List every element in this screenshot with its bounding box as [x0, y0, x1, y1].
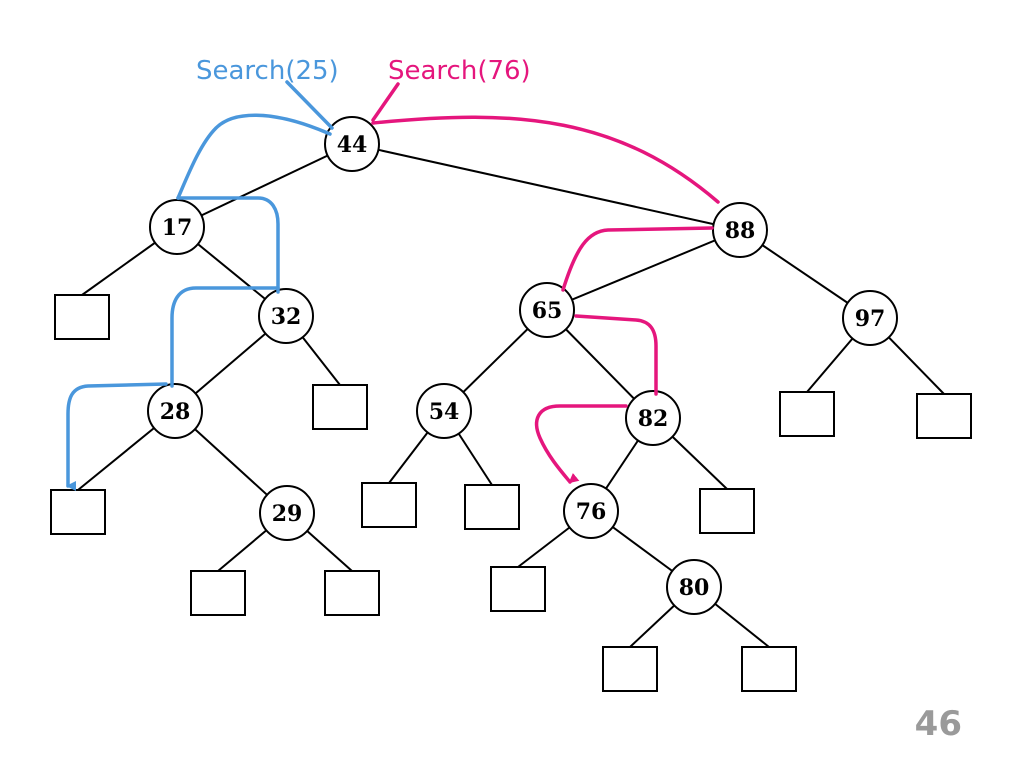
- tree-node-97: 97: [842, 290, 898, 346]
- tree-node-key: 82: [638, 406, 669, 432]
- tree-node-key: 65: [532, 298, 563, 324]
- external-leaf-box: [190, 570, 246, 616]
- tree-nodes: 44 17 32 28 29 88 65 54 82 76 80 97: [147, 116, 898, 615]
- search-25-step-44-17: [176, 113, 332, 200]
- tree-node-key: 97: [855, 306, 886, 332]
- tree-node-circle: [324, 116, 380, 172]
- search-25-pointer: [285, 80, 334, 130]
- search-25-label: Search(25): [196, 56, 339, 86]
- external-leaves: [50, 294, 972, 692]
- tree-node-key: 54: [429, 399, 460, 425]
- tree-node-circle: [258, 288, 314, 344]
- external-leaf-box: [916, 393, 972, 439]
- external-leaf-box: [602, 646, 658, 692]
- tree-node-key: 28: [160, 399, 191, 425]
- external-leaf-box: [464, 484, 520, 530]
- tree-node-circle: [519, 282, 575, 338]
- external-leaf-box: [779, 391, 835, 437]
- tree-node-80: 80: [666, 559, 722, 615]
- tree-node-key: 88: [725, 218, 756, 244]
- tree-node-88: 88: [712, 202, 768, 258]
- tree-node-circle: [842, 290, 898, 346]
- tree-node-circle: [563, 483, 619, 539]
- search-25-step-17-32: [176, 196, 280, 294]
- tree-node-44: 44: [324, 116, 380, 172]
- external-leaf-box: [490, 566, 546, 612]
- external-leaf-box: [741, 646, 797, 692]
- search-76-pointer: [371, 82, 400, 122]
- search-76-path: [371, 82, 720, 484]
- tree-edge-88-65: [546, 229, 741, 311]
- external-leaf-box: [699, 488, 755, 534]
- tree-node-circle: [259, 485, 315, 541]
- tree-node-key: 17: [162, 215, 193, 241]
- external-leaf-box: [324, 570, 380, 616]
- tree-node-key: 44: [337, 132, 368, 158]
- tree-node-circle: [625, 390, 681, 446]
- external-leaf-box: [54, 294, 110, 340]
- tree-node-circle: [416, 383, 472, 439]
- search-76-step-82-76: [534, 404, 628, 484]
- tree-node-key: 32: [271, 304, 302, 330]
- tree-node-65: 65: [519, 282, 575, 338]
- tree-node-circle: [149, 199, 205, 255]
- tree-node-32: 32: [258, 288, 314, 344]
- tree-node-29: 29: [259, 485, 315, 541]
- external-leaf-box: [50, 489, 106, 535]
- tree-node-circle: [666, 559, 722, 615]
- search-76-step-65-82: [574, 314, 658, 396]
- search-76-step-44-88: [371, 115, 720, 204]
- tree-edge-44-17: [176, 143, 353, 228]
- tree-edge-44-88: [351, 143, 741, 231]
- search-25-step-32-28: [170, 286, 280, 388]
- tree-node-key: 29: [272, 501, 303, 527]
- tree-node-82: 82: [625, 390, 681, 446]
- search-76-label: Search(76): [388, 56, 531, 86]
- tree-node-key: 80: [679, 575, 710, 601]
- external-leaf-box: [312, 384, 368, 430]
- tree-node-28: 28: [147, 383, 203, 439]
- search-76-step-88-65: [561, 226, 714, 292]
- search-25-path: [66, 80, 334, 491]
- tree-node-circle: [147, 383, 203, 439]
- tree-node-key: 76: [576, 499, 607, 525]
- tree-node-54: 54: [416, 383, 472, 439]
- tree-node-76: 76: [563, 483, 619, 539]
- tree-node-17: 17: [149, 199, 205, 255]
- search-25-step-28-leaf: [66, 382, 168, 491]
- slide-number: 46: [914, 704, 962, 744]
- tree-node-circle: [712, 202, 768, 258]
- external-leaf-box: [361, 482, 417, 528]
